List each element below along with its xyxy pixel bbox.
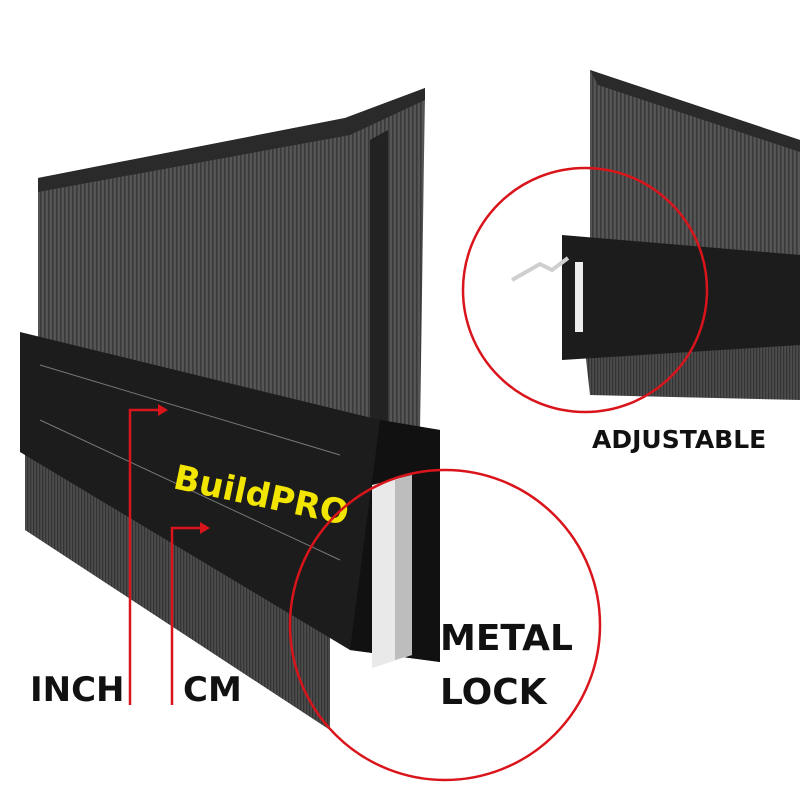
cm-label: CM [183,670,242,710]
adjustable-body [562,235,800,360]
inch-arrowhead [158,404,168,416]
gauge-body [20,332,440,662]
adjustable-label: ADJUSTABLE [592,425,767,454]
inch-label: INCH [30,670,125,710]
cm-arrowhead [200,522,210,534]
metal-lock-label: METAL LOCK [440,612,573,720]
metal-lock-line2: LOCK [440,672,547,713]
adjustable-highlight-circle [461,166,709,414]
metal-lock-highlight-circle [288,468,602,782]
metal-lock-line1: METAL [440,618,573,659]
adjustable-lock-slot [575,262,583,332]
inch-pointer-line [128,408,160,705]
ruler-ticks [39,364,341,561]
cm-pointer-line [170,526,202,705]
top-rail [38,88,425,192]
metal-lock-shadow [395,475,412,660]
adjustment-wire [511,256,570,282]
center-rail [370,130,388,425]
lower-comb-plate [25,440,330,730]
adjustable-top-rail [590,70,800,152]
